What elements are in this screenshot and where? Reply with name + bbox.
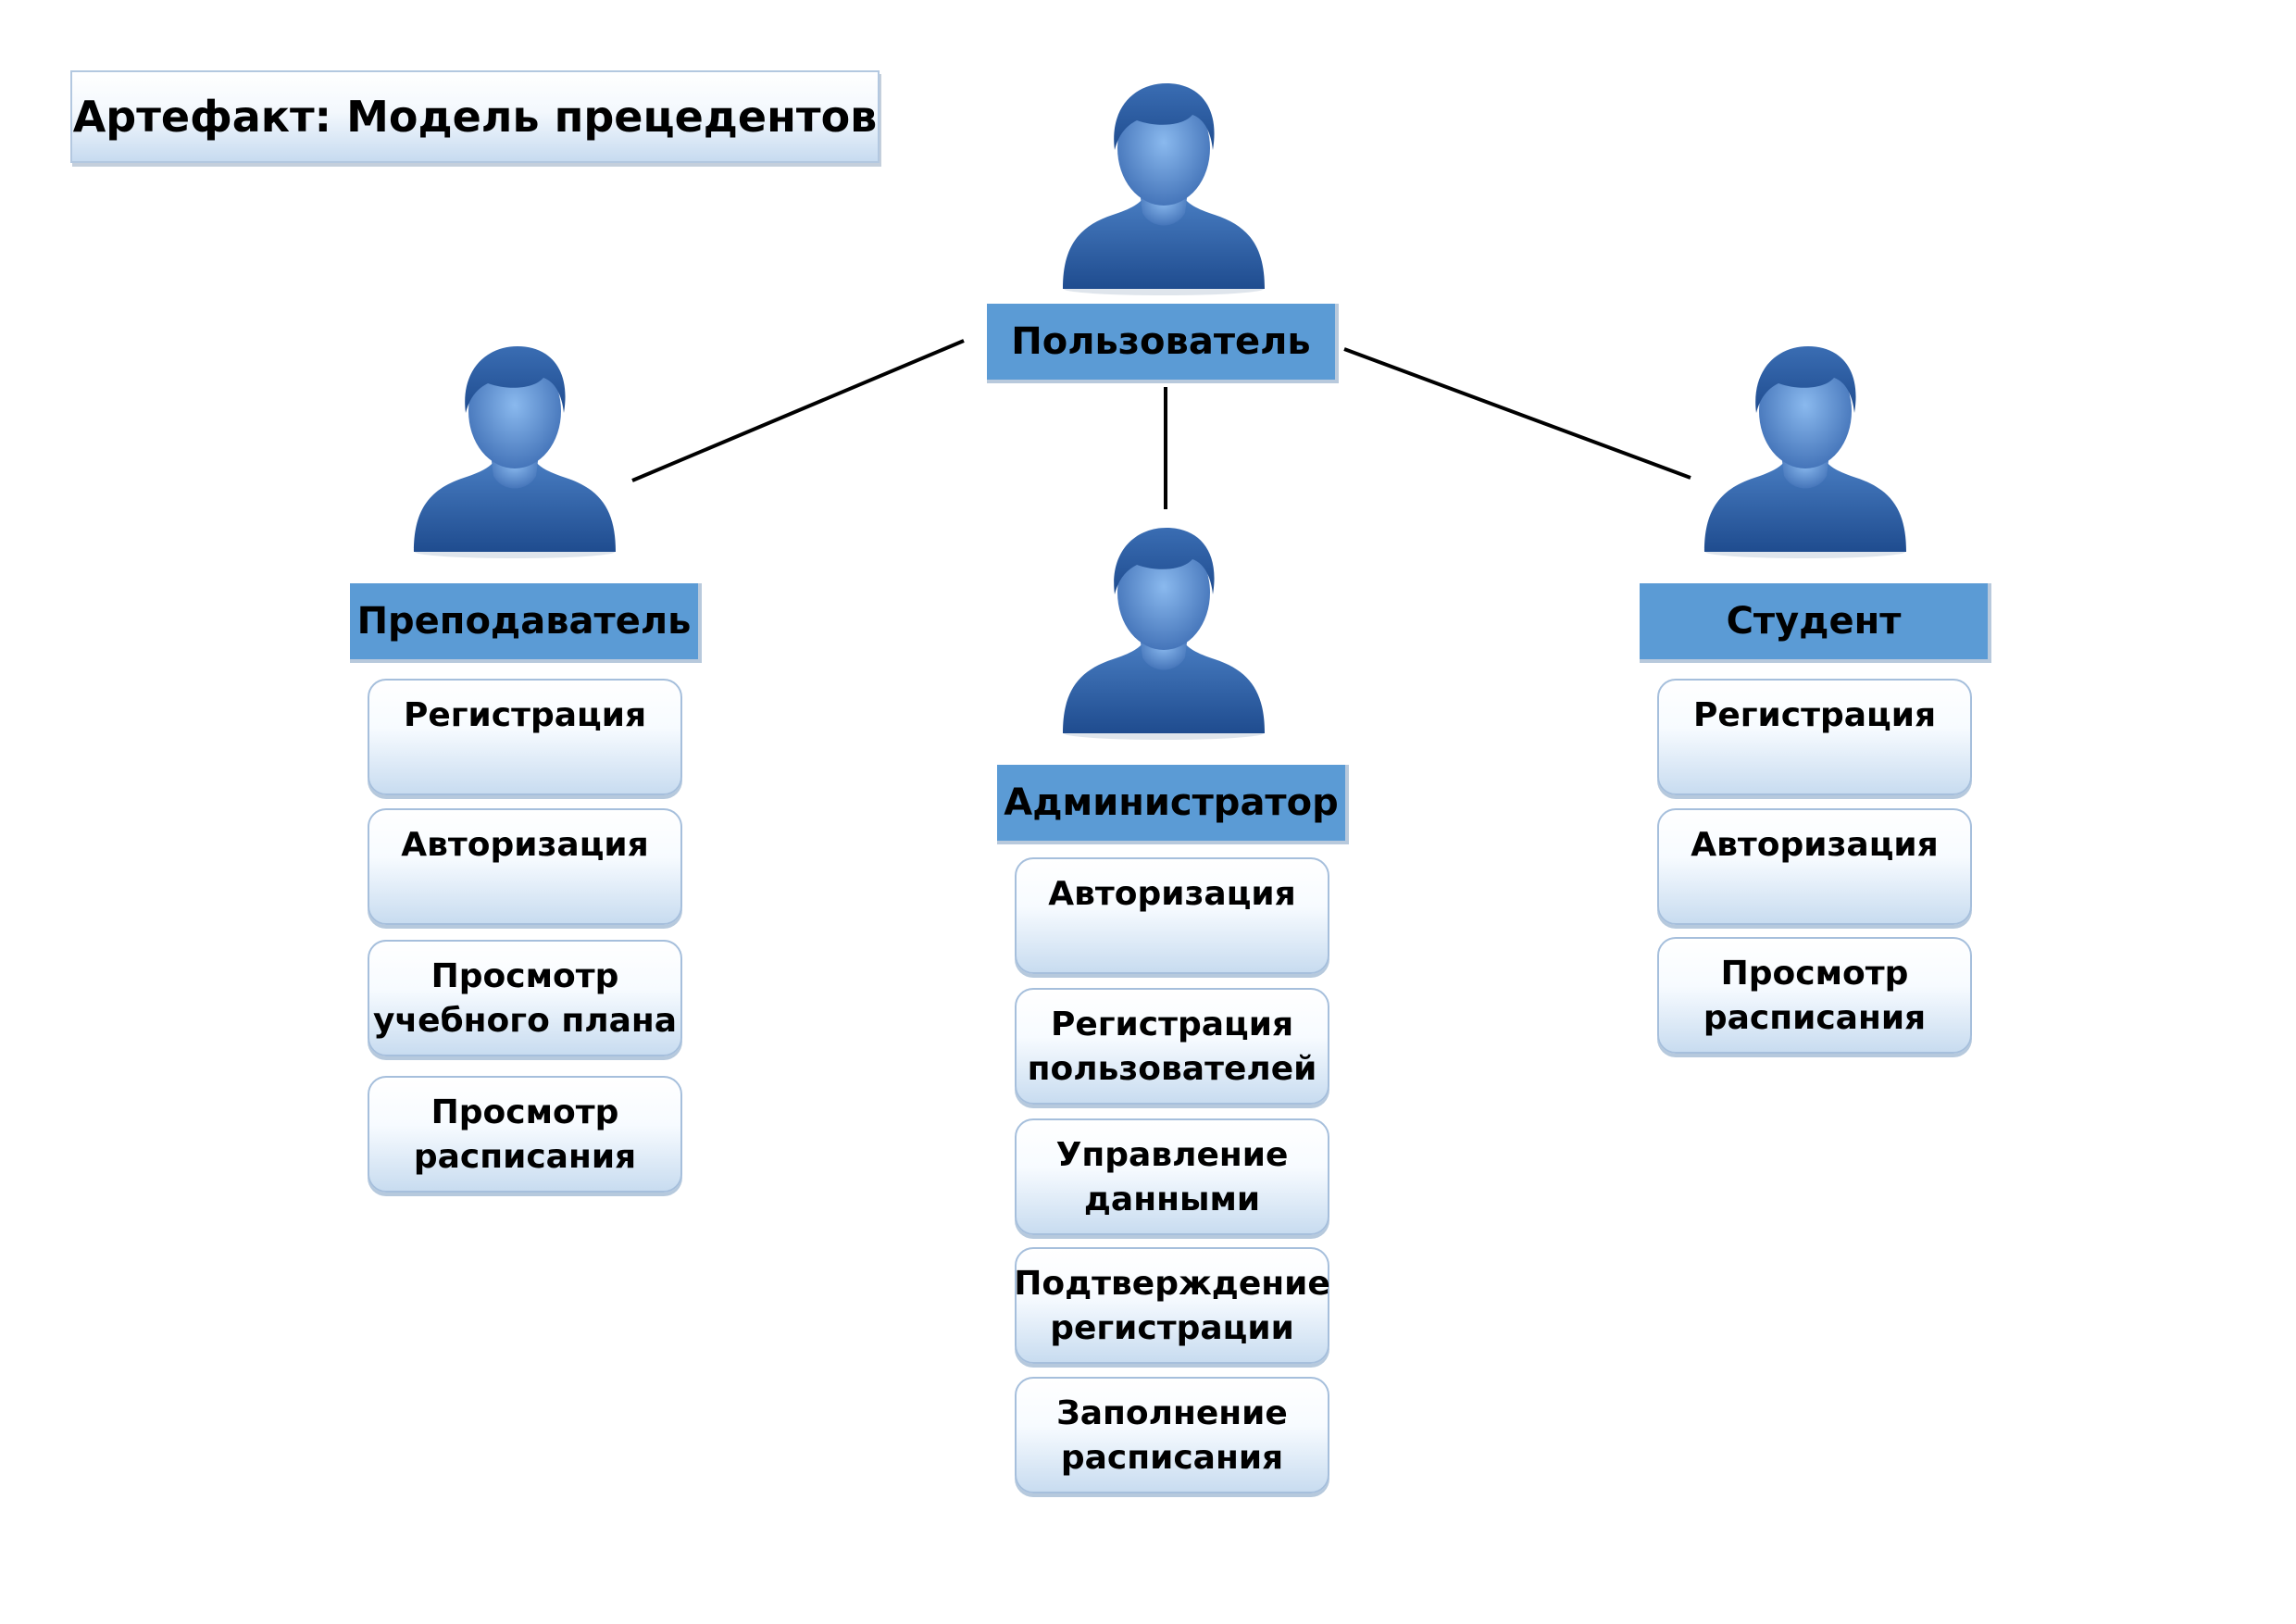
user-silhouette-icon xyxy=(1704,346,1906,558)
usecase-admin-register-users: Регистрация пользователей xyxy=(1015,988,1329,1105)
usecase-admin-authorization: Авторизация xyxy=(1015,857,1329,974)
usecase-label-line-1: Регистрация xyxy=(403,696,647,734)
usecase-teacher-view-curriculum: Просмотр учебного плана xyxy=(368,940,682,1056)
role-root: Пользователь xyxy=(987,304,1339,383)
usecase-label-line-1: Авторизация xyxy=(401,826,649,864)
usecase-label-line-2: регистрации xyxy=(1050,1309,1294,1347)
usecase-label-line-1: Просмотр xyxy=(430,957,619,995)
usecase-label-line-1: Авторизация xyxy=(1048,875,1296,913)
usecase-admin-fill-schedule: Заполнение расписания xyxy=(1015,1377,1329,1493)
connector-root-teacher xyxy=(631,339,965,482)
role-teacher-label: Преподаватель xyxy=(356,600,692,643)
user-silhouette-icon xyxy=(1063,528,1265,740)
usecase-student-authorization: Авторизация xyxy=(1657,808,1972,925)
role-student-label: Студент xyxy=(1726,600,1902,643)
usecase-label-line-1: Регистрация xyxy=(1050,1006,1294,1043)
role-admin: Администратор xyxy=(997,765,1349,844)
usecase-label-line-1: Регистрация xyxy=(1692,696,1937,734)
usecase-label-line-1: Авторизация xyxy=(1691,826,1939,864)
usecase-label-line-2: данными xyxy=(1083,1181,1261,1218)
user-silhouette-icon xyxy=(414,346,616,558)
usecase-label-line-2: расписания xyxy=(1703,999,1927,1037)
usecase-label-line-2: учебного плана xyxy=(372,1002,678,1040)
usecase-student-view-schedule: Просмотр расписания xyxy=(1657,937,1972,1054)
usecase-teacher-authorization: Авторизация xyxy=(368,808,682,925)
usecase-label-line-1: Просмотр xyxy=(430,1093,619,1131)
role-student: Студент xyxy=(1640,583,1991,663)
usecase-student-registration: Регистрация xyxy=(1657,679,1972,795)
diagram-title: Артефакт: Модель прецедентов xyxy=(70,70,880,163)
user-silhouette-icon xyxy=(1063,83,1265,295)
usecase-label-line-1: Заполнение xyxy=(1056,1394,1288,1432)
usecase-label-line-1: Просмотр xyxy=(1720,955,1909,993)
usecase-admin-confirm-registration: Подтверждение регистрации xyxy=(1014,1247,1330,1364)
role-teacher: Преподаватель xyxy=(350,583,702,663)
usecase-admin-manage-data: Управление данными xyxy=(1015,1118,1329,1235)
usecase-label-line-2: расписания xyxy=(413,1138,637,1176)
usecase-teacher-view-schedule: Просмотр расписания xyxy=(368,1076,682,1193)
usecase-label-line-2: расписания xyxy=(1060,1439,1284,1477)
usecase-label-line-1: Управление xyxy=(1055,1136,1289,1174)
usecase-teacher-registration: Регистрация xyxy=(368,679,682,795)
connector-root-student xyxy=(1343,347,1691,480)
usecase-label-line-1: Подтверждение xyxy=(1014,1265,1330,1303)
usecase-label-line-2: пользователей xyxy=(1027,1050,1317,1088)
role-admin-label: Администратор xyxy=(1004,781,1339,824)
role-root-label: Пользователь xyxy=(1011,320,1311,363)
